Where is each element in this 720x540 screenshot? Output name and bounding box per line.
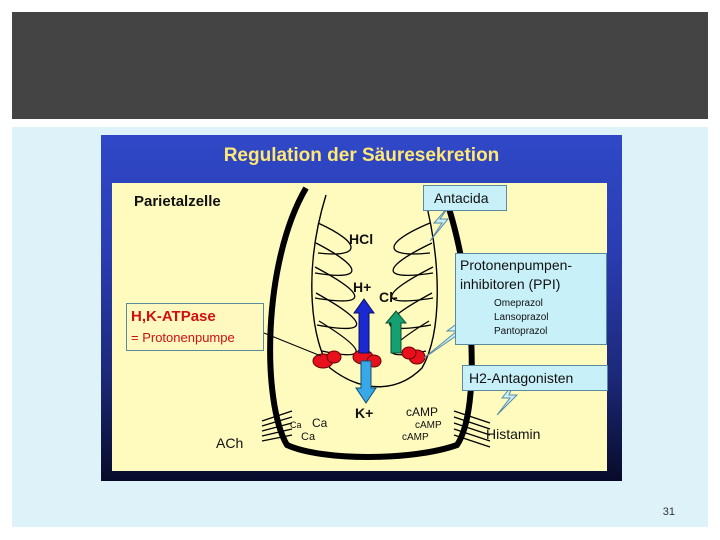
antacida-box: Antacida: [423, 185, 507, 211]
h2-label: H2-Antagonisten: [469, 370, 574, 386]
camp-label-2: cAMP: [415, 420, 442, 431]
canaliculus: [311, 194, 438, 388]
diagram-panel: Parietalzelle HCl H+ Cl- K+ H,K-ATPase =…: [112, 183, 608, 471]
antacida-label: Antacida: [434, 190, 489, 206]
page-number: 31: [662, 506, 675, 518]
ca-label-1: Ca: [312, 416, 328, 430]
proton-pump-left: [312, 350, 342, 369]
atpase-connector: [263, 332, 322, 357]
camp-label-1: cAMP: [406, 405, 439, 419]
ppi-drug-3: Pantoprazol: [494, 326, 548, 337]
proton-pump-right: [401, 346, 426, 365]
ca-label-2: Ca: [301, 431, 316, 443]
slide-image: Regulation der Säuresekretion: [101, 135, 622, 481]
cl-arrow: [384, 310, 408, 354]
ach-label: ACh: [216, 435, 244, 451]
h-arrow: [353, 298, 375, 354]
cell-label: Parietalzelle: [134, 193, 221, 210]
ppi-drug-1: Omeprazol: [494, 298, 543, 309]
receptor-right: [453, 410, 491, 448]
ppi-drug-2: Lansoprazol: [494, 312, 549, 323]
title-bar: [12, 12, 708, 119]
ppi-title-line2: inhibitoren (PPI): [460, 276, 561, 292]
receptor-left: [261, 410, 293, 442]
atpase-subtitle: = Protonenpumpe: [131, 330, 235, 345]
ppi-title-line1: Protonenpumpen-: [460, 257, 573, 273]
hcl-label: HCl: [349, 231, 374, 247]
h-ion-label: H+: [353, 279, 372, 295]
ca-small-label: Ca: [290, 420, 302, 430]
camp-label-3: cAMP: [402, 432, 429, 443]
atpase-title: H,K-ATPase: [131, 308, 216, 325]
histamin-label: Histamin: [486, 426, 541, 442]
ppi-box: Protonenpumpen- inhibitoren (PPI) Omepra…: [455, 253, 607, 345]
h2-box: H2-Antagonisten: [462, 365, 608, 391]
k-ion-label: K+: [355, 405, 374, 421]
atpase-box: H,K-ATPase = Protonenpumpe: [126, 303, 264, 351]
slide-title: Regulation der Säuresekretion: [223, 145, 500, 166]
cl-ion-label: Cl-: [379, 289, 398, 305]
k-arrow: [355, 360, 377, 404]
